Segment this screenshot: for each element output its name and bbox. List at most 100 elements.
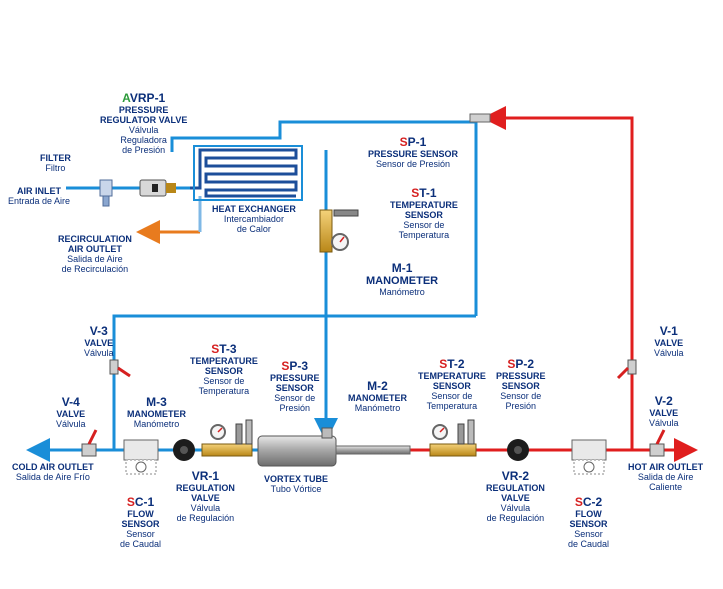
sc1-name-en-1: FLOW — [127, 509, 154, 519]
filter-name-es: Filtro — [45, 163, 66, 173]
vr1-label: VR-1 REGULATION VALVE Válvula de Regulac… — [176, 470, 235, 524]
vr1-name-es-1: Válvula — [190, 503, 221, 513]
sp2-code-first: S — [507, 357, 516, 371]
sp1-name-es: Sensor de Presión — [375, 159, 451, 169]
st2-code-first: S — [439, 357, 448, 371]
recirc-name-es-1: Salida de Aire — [67, 254, 123, 264]
valve-v3-icon — [109, 359, 131, 378]
sp3-label: SP-3 PRESSURE SENSOR Sensor de Presión — [270, 359, 320, 414]
st2-name-es-1: Sensor de — [431, 391, 473, 401]
air-inlet-label: AIR INLET Entrada de Aire — [8, 186, 70, 206]
vr2-label: VR-2 REGULATION VALVE Válvula de Regulac… — [486, 469, 545, 524]
st3-label: ST-3 TEMPERATURE SENSOR Sensor de Temper… — [190, 342, 258, 397]
st3-name-en-2: SENSOR — [204, 366, 243, 376]
heat-exchanger-name-en: HEAT EXCHANGER — [212, 204, 296, 214]
v2-name-es: Válvula — [649, 418, 679, 428]
v4-name-en: VALVE — [56, 409, 86, 419]
bypass-pipe — [112, 314, 326, 450]
vr1-name-en-1: REGULATION — [176, 483, 235, 493]
sc2-code-rest: C-2 — [582, 495, 603, 509]
avrp1-code-rest: VRP-1 — [129, 91, 166, 105]
flow-sensor-sc1-icon — [123, 439, 159, 475]
v4-name-es: Válvula — [56, 419, 86, 429]
sc1-name-en-2: SENSOR — [121, 519, 160, 529]
flow-sensor-sc2-icon — [571, 439, 607, 475]
valve-v4-icon — [81, 429, 98, 457]
hot-outlet-name-es-2: Caliente — [649, 482, 683, 492]
temperature-sensor-st2-icon — [457, 423, 465, 445]
m3-name-es: Manómetro — [133, 419, 180, 429]
v4-label: V-4 VALVE Válvula — [56, 396, 86, 430]
v2-label: V-2 VALVE Válvula — [649, 395, 679, 429]
cold-outlet-name-es: Salida de Aire Frío — [15, 472, 90, 482]
st2-name-es-2: Temperatura — [426, 401, 478, 411]
m1-name-en: MANOMETER — [366, 275, 439, 287]
sc2-code-first: S — [574, 495, 583, 509]
regulation-valve-vr2-icon — [507, 439, 529, 461]
st3-name-es-2: Temperatura — [198, 386, 250, 396]
recirc-name-en-2: AIR OUTLET — [67, 244, 122, 254]
valve-v1-icon — [616, 359, 637, 380]
sc2-label: SC-2 FLOW SENSOR Sensor de Caudal — [568, 495, 609, 550]
recirc-name-es-2: de Recirculación — [61, 264, 129, 274]
vortex-name-es: Tubo Vórtice — [270, 484, 322, 494]
st2-code-rest: T-2 — [447, 357, 465, 371]
m1-name-es: Manómetro — [379, 287, 425, 297]
vr2-code: VR-2 — [501, 469, 530, 483]
sp3-code-rest: P-3 — [289, 359, 309, 373]
filter-icon — [99, 179, 113, 207]
sp3-code-first: S — [281, 359, 290, 373]
sc1-code-first: S — [126, 495, 135, 509]
v1-name-es: Válvula — [654, 348, 684, 358]
heat-exchanger-name-es-2: de Calor — [236, 224, 271, 234]
sc2-name-en-2: SENSOR — [569, 519, 608, 529]
st3-code-rest: T-3 — [219, 342, 237, 356]
air-inlet-name-es: Entrada de Aire — [8, 196, 71, 206]
m1-code: M-1 — [391, 261, 413, 275]
avrp1-code-first: A — [122, 91, 130, 105]
filter-label: FILTER Filtro — [40, 153, 71, 173]
st2-name-en-1: TEMPERATURE — [418, 371, 486, 381]
filter-name-en: FILTER — [40, 153, 71, 163]
sensor-manifold-3 — [201, 419, 253, 457]
vr2-name-es-1: Válvula — [500, 503, 531, 513]
temperature-sensor-st3-icon — [235, 423, 243, 445]
sc1-name-es-1: Sensor — [126, 529, 155, 539]
vr1-name-es-2: de Regulación — [176, 513, 235, 523]
sp3-name-en-2: SENSOR — [275, 383, 314, 393]
pressure-sensor-sp1-icon — [333, 209, 359, 217]
avrp1-name-en-2: REGULATOR VALVE — [100, 115, 188, 125]
vortex-name-en: VORTEX TUBE — [264, 474, 329, 484]
m3-name-en: MANOMETER — [127, 409, 186, 419]
heat-exchanger-icon — [190, 145, 303, 232]
air-inlet-name-en: AIR INLET — [17, 186, 62, 196]
st1-name-es-1: Sensor de — [403, 220, 445, 230]
sc1-name-es-2: de Caudal — [120, 539, 162, 549]
m2-name-es: Manómetro — [354, 403, 401, 413]
vortex-tube-label: VORTEX TUBE Tubo Vórtice — [264, 474, 328, 494]
m2-label: M-2 MANOMETER Manómetro — [348, 380, 407, 414]
sp1-name-en: PRESSURE SENSOR — [368, 149, 459, 159]
cold-outlet-name-en: COLD AIR OUTLET — [12, 462, 94, 472]
sp2-name-en-2: SENSOR — [501, 381, 540, 391]
pressure-sensor-sp3-icon — [245, 419, 253, 445]
m1-label: M-1 MANOMETER Manómetro — [366, 261, 439, 298]
hot-outlet-label: HOT AIR OUTLET Salida de Aire Caliente — [628, 462, 703, 492]
pressure-sensor-sp2-icon — [467, 419, 475, 445]
v3-code: V-3 — [89, 324, 108, 338]
sp2-name-es-1: Sensor de — [500, 391, 542, 401]
vortex-tube-icon — [257, 427, 411, 467]
st3-name-en-1: TEMPERATURE — [190, 356, 258, 366]
cold-outlet-label: COLD AIR OUTLET Salida de Aire Frío — [12, 462, 94, 482]
hot-outlet-name-es-1: Salida de Aire — [637, 472, 694, 482]
sp3-name-es-2: Presión — [279, 403, 311, 413]
vr2-name-en-1: REGULATION — [486, 483, 545, 493]
avrp1-name-en-1: PRESSURE — [118, 105, 169, 115]
m3-code: M-3 — [146, 395, 167, 409]
v3-name-es: Válvula — [84, 348, 114, 358]
sp2-label: SP-2 PRESSURE SENSOR Sensor de Presión — [496, 357, 546, 412]
sc2-name-en-1: FLOW — [575, 509, 602, 519]
st2-label: ST-2 TEMPERATURE SENSOR Sensor de Temper… — [418, 357, 486, 412]
vr2-name-en-2: VALVE — [501, 493, 530, 503]
